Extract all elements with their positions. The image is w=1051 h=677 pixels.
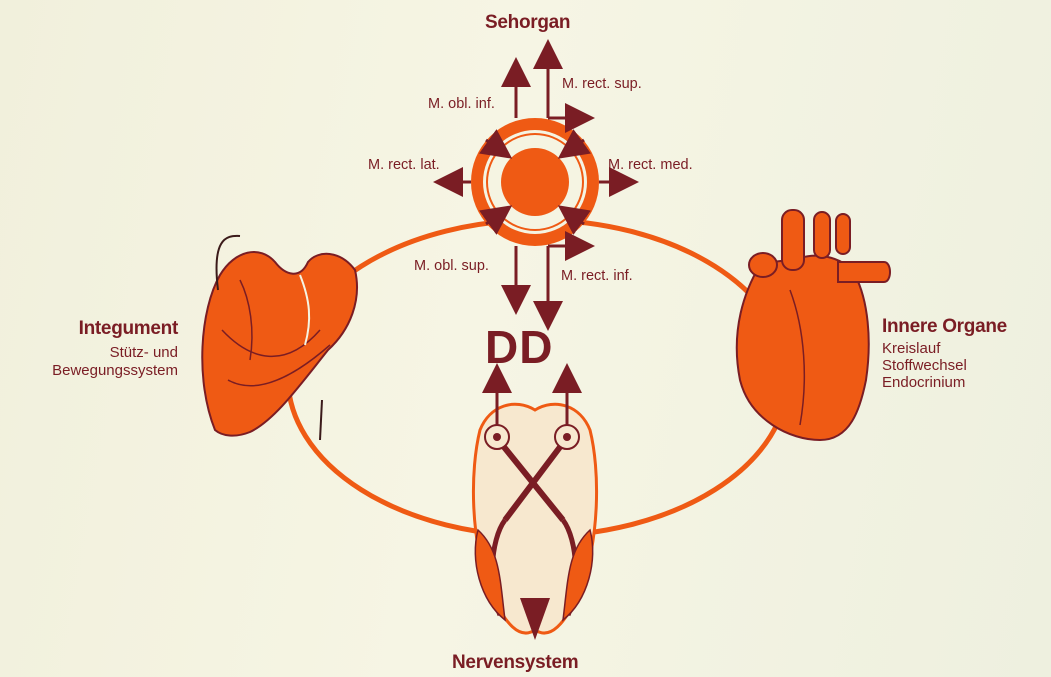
brain-icon [473,378,596,640]
right-line-2: Stoffwechsel [882,357,967,374]
heart-icon [737,210,890,440]
label-rect-sup: M. rect. sup. [562,76,642,92]
label-obl-inf: M. obl. inf. [428,96,495,112]
label-rect-inf: M. rect. inf. [561,268,633,284]
right-title: Innere Organe [882,316,1007,338]
label-rect-lat: M. rect. lat. [368,157,440,173]
right-line-3: Endocrinium [882,374,965,391]
left-line-1: Stütz- und [110,344,178,361]
eye-icon [471,118,599,246]
arm-muscle-icon [202,236,357,440]
right-line-1: Kreislauf [882,340,940,357]
center-dd: DD [485,320,553,374]
left-line-2: Bewegungssystem [52,362,178,379]
left-title: Integument [79,318,178,340]
label-obl-sup: M. obl. sup. [414,258,489,274]
label-rect-med: M. rect. med. [608,157,693,173]
bottom-title: Nervensystem [452,652,578,674]
eye-title: Sehorgan [485,12,570,34]
